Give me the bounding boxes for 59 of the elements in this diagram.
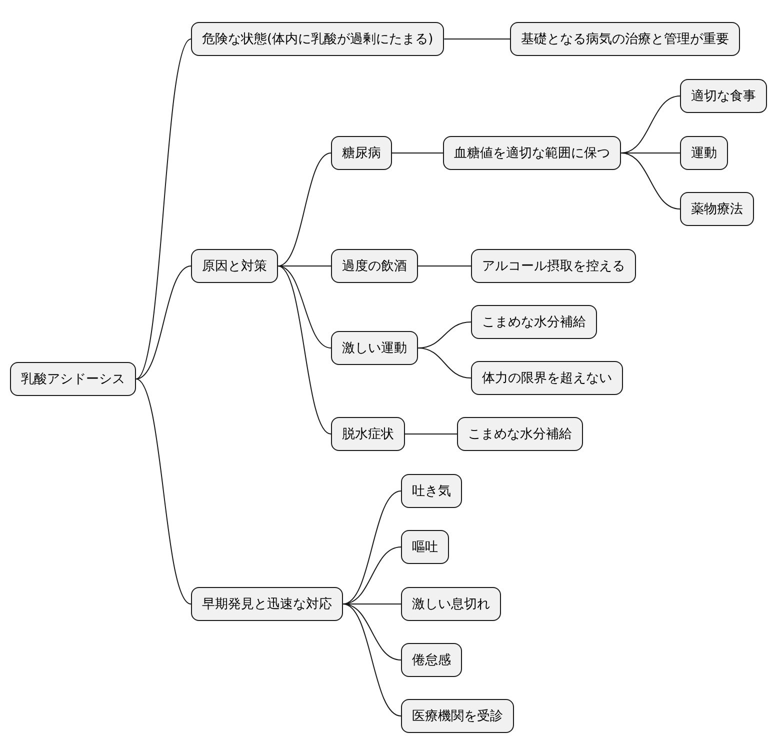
connector-line (136, 378, 192, 604)
topic-box (331, 331, 418, 365)
connector-line (444, 38, 510, 40)
topic-text: 糖尿病 (342, 145, 381, 162)
topic-box (401, 587, 501, 621)
topic-box (680, 79, 767, 113)
topic-box (401, 474, 462, 508)
topic-text: 脱水症状 (342, 426, 394, 443)
topic-box (471, 249, 636, 283)
connector-line (342, 604, 402, 716)
topic-text: 運動 (691, 145, 717, 162)
topic-text: 嘔吐 (412, 539, 438, 556)
topic-text: 過度の飲酒 (342, 258, 407, 275)
topic-text: アルコール摂取を控える (482, 258, 625, 275)
connector-line (136, 266, 192, 380)
topic-box (443, 136, 621, 170)
topic-text: 危険な状態(体内に乳酸が過剰にたまる) (202, 31, 434, 48)
topic-box (401, 530, 449, 564)
topic-text: 体力の限界を超えない (482, 370, 612, 387)
connector-line (620, 152, 680, 210)
connector-line (620, 152, 680, 154)
topic-box (331, 136, 392, 170)
topic-box (680, 192, 754, 226)
topic-text: 吐き気 (412, 483, 451, 500)
topic-box (331, 249, 418, 283)
topic-text: 早期発見と迅速な対応 (202, 596, 332, 613)
connector-line (392, 152, 444, 154)
topic-text: 乳酸アシドーシス (21, 371, 125, 388)
topic-text: 適切な食事 (691, 88, 756, 105)
connector-line (136, 38, 192, 380)
topic-box (401, 699, 514, 733)
topic-box (510, 22, 740, 56)
topic-box (471, 361, 623, 395)
topic-box (401, 643, 462, 677)
topic-box (191, 249, 278, 283)
topic-text: 倦怠感 (412, 652, 451, 669)
topic-text: こまめな水分補給 (468, 426, 572, 443)
connector-line (278, 266, 332, 434)
topic-text: こまめな水分補給 (482, 314, 586, 331)
connector-line (620, 96, 680, 154)
topic-box (457, 417, 583, 451)
connector-line (278, 152, 332, 266)
connector-line (278, 266, 332, 348)
topic-text: 激しい息切れ (412, 596, 490, 613)
connector-line (342, 604, 402, 660)
topic-box (191, 587, 343, 621)
topic-text: 激しい運動 (342, 340, 407, 357)
topic-text: 血糖値を適切な範囲に保つ (454, 145, 610, 162)
topic-box (10, 362, 136, 396)
topic-text: 医療機関を受診 (412, 708, 503, 725)
topic-box (471, 305, 597, 339)
connector-line (342, 490, 402, 604)
connector-line (418, 348, 472, 378)
topic-box (191, 22, 444, 56)
topic-text: 薬物療法 (691, 201, 743, 218)
topic-text: 基礎となる病気の治療と管理が重要 (521, 31, 729, 48)
topic-box (680, 136, 728, 170)
topic-text: 原因と対策 (202, 258, 267, 275)
topic-box (331, 417, 405, 451)
